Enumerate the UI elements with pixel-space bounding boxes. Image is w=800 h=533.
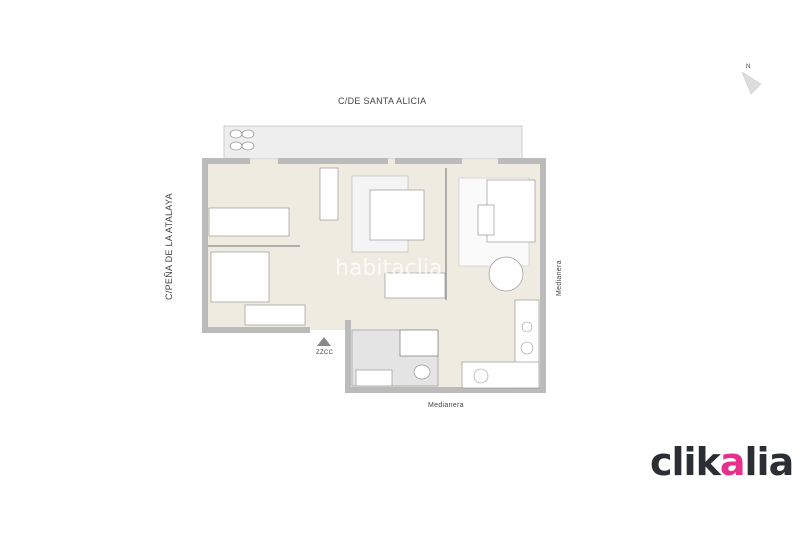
plant-icon bbox=[229, 129, 255, 151]
wardrobe bbox=[319, 167, 339, 221]
dining-table bbox=[488, 256, 524, 292]
kitchen-counter-bottom bbox=[461, 361, 540, 389]
logo-pre: clik bbox=[650, 440, 721, 484]
coffee-table bbox=[477, 204, 495, 236]
bed-double bbox=[369, 189, 425, 241]
north-label: N bbox=[746, 64, 751, 70]
logo-post: lia bbox=[744, 440, 795, 484]
medianera-label-right: Medianera bbox=[556, 260, 563, 296]
walls bbox=[202, 158, 546, 393]
sofa bbox=[486, 179, 536, 243]
street-label-left: C/PEÑA DE LA ATALAYA bbox=[164, 193, 174, 300]
logo-accent: a bbox=[719, 440, 746, 484]
brand-logo: clikalia bbox=[650, 440, 795, 484]
sink-bath bbox=[355, 369, 393, 387]
common-area-label: ZZCC bbox=[316, 350, 334, 356]
desk bbox=[244, 304, 306, 326]
dresser bbox=[384, 272, 446, 299]
medianera-label-bottom: Medianera bbox=[428, 402, 464, 409]
entrance-marker-icon bbox=[317, 337, 331, 346]
shower bbox=[399, 329, 439, 357]
bed-single-2 bbox=[210, 251, 270, 303]
north-arrow-icon bbox=[741, 71, 762, 95]
street-label-top: C/DE SANTA ALICIA bbox=[338, 96, 427, 106]
toilet bbox=[413, 364, 431, 380]
bed-single-1 bbox=[208, 207, 290, 237]
terrace bbox=[223, 125, 523, 160]
watermark: habitaclia bbox=[335, 256, 443, 281]
